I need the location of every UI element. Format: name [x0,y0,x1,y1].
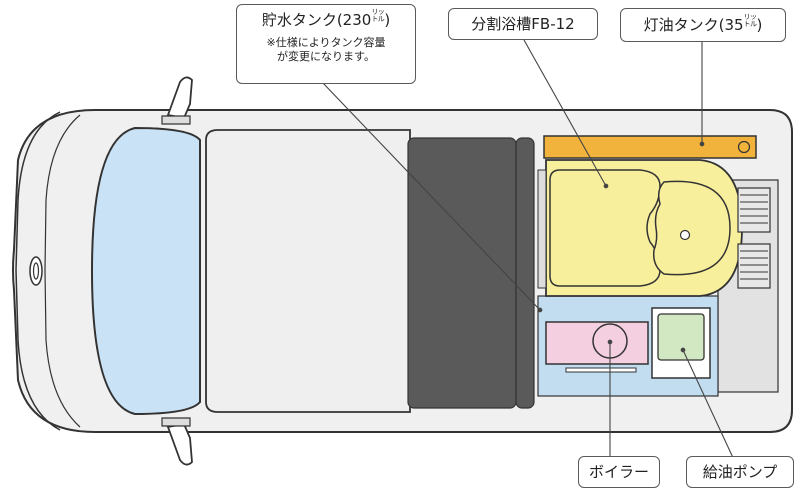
bathtub-right-basin [652,180,731,276]
label-water-tank-unit-bottom: トル [371,15,385,23]
label-boiler: ボイラー [578,456,660,488]
leader-fuel-pump [682,349,736,463]
label-kerosene-tank-unit-top: リッ [743,13,758,21]
cabin-roof [205,129,411,413]
label-water-tank: 貯水タンク(230リットル) ※仕様によりタンク容量 が変更になります。 [236,4,416,84]
seat-bench [407,137,517,409]
label-boiler-name: ボイラー [588,463,649,481]
rear-vent-top-slats [740,194,768,224]
front-bumper-inner [44,114,81,428]
kerosene-tank [543,135,757,159]
front-bumper [15,111,61,431]
mirror-top [166,76,193,120]
label-water-tank-close: ) [384,11,391,29]
label-water-tank-unit-top: リッ [371,8,385,16]
label-fuel-pump-name: 給油ポンプ [702,463,778,481]
label-kerosene-tank-close: ) [756,16,763,34]
label-kerosene-tank-name: 灯油タンク(35 [643,16,744,34]
label-water-tank-note-2: が変更になります。 [277,50,375,63]
leader-water-tank [321,81,541,311]
kerosene-tank-cap [737,140,751,154]
leader-bathtub [523,39,607,187]
label-kerosene-tank: 灯油タンク(35リットル) [620,8,786,42]
label-water-tank-note-1: ※仕様によりタンク容量 [266,36,386,49]
mirror-top-mount [161,115,191,125]
leader-lines [321,39,736,463]
label-bathtub: 分割浴槽FB-12 [448,8,598,40]
front-emblem-inner [32,262,40,280]
label-water-tank-name: 貯水タンク(230 [261,11,372,29]
bathtub-drain [679,229,691,241]
label-fuel-pump: 給油ポンプ [686,456,794,488]
boiler-base [565,367,637,373]
seat-back [515,137,535,409]
bathtub-rail-top [537,169,547,289]
mirror-bottom [166,422,193,466]
rear-vent-bottom-slats [740,250,768,280]
label-bathtub-name: 分割浴槽FB-12 [471,15,575,33]
mirror-bottom-mount [161,417,191,427]
fuel-pump [657,313,705,361]
windshield [90,126,201,416]
label-kerosene-tank-unit-bottom: トル [743,20,758,28]
